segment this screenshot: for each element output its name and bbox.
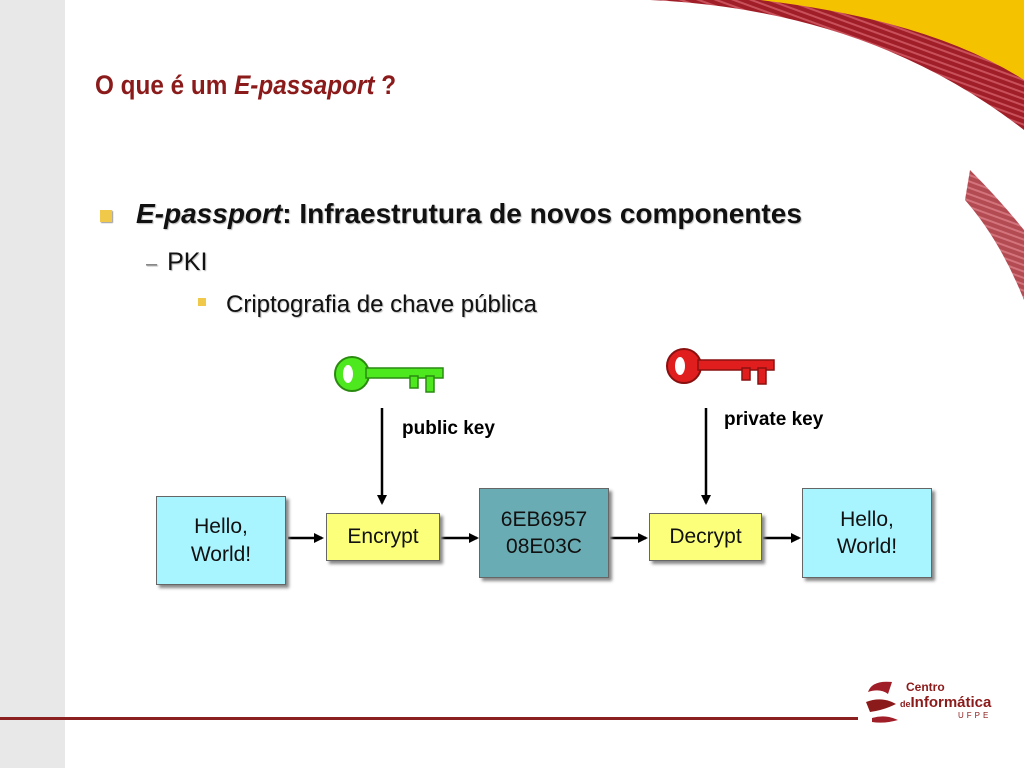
centro-informatica-logo: Centro deInformática UFPE [862,678,1002,724]
plaintext-output-box: Hello, World! [802,488,932,578]
private-key-icon [666,344,776,388]
logo-line1: Centro [906,680,945,694]
dash-bullet-icon: – [146,253,158,275]
logo-line2-prefix: de [900,699,911,709]
title-italic: E-passaport [234,70,375,100]
decrypt-box: Decrypt [649,513,762,561]
public-key-icon [334,353,444,395]
footer-divider [0,717,858,720]
bullet-level1-text: : Infraestrutura de novos componentes [282,198,802,229]
public-key-label: public key [402,418,495,439]
logo-line3: UFPE [958,711,992,720]
slide-title: O que é um E-passaport ? [95,70,396,101]
ciphertext-box: 6EB6957 08E03C [479,488,609,578]
small-square-bullet-icon [198,297,206,306]
bullet-level3: Criptografia de chave pública [198,291,537,319]
private-key-label: private key [724,409,824,430]
logo-line2-main: Informática [910,694,992,711]
encrypt-box: Encrypt [326,513,440,561]
bullet-level3-text: Criptografia de chave pública [226,291,537,318]
bullet-level1-italic: E-passport [136,198,283,229]
logo-line2: deInformática [900,694,991,711]
logo-swirl-icon [866,681,898,723]
plaintext-input-box: Hello, World! [156,496,286,585]
bullet-level2-text: PKI [167,248,208,276]
title-prefix: O que é um [95,70,235,100]
title-suffix: ? [374,70,397,100]
bullet-level2: –PKI [146,248,207,277]
left-margin-band [0,0,65,768]
square-bullet-icon [100,210,112,222]
